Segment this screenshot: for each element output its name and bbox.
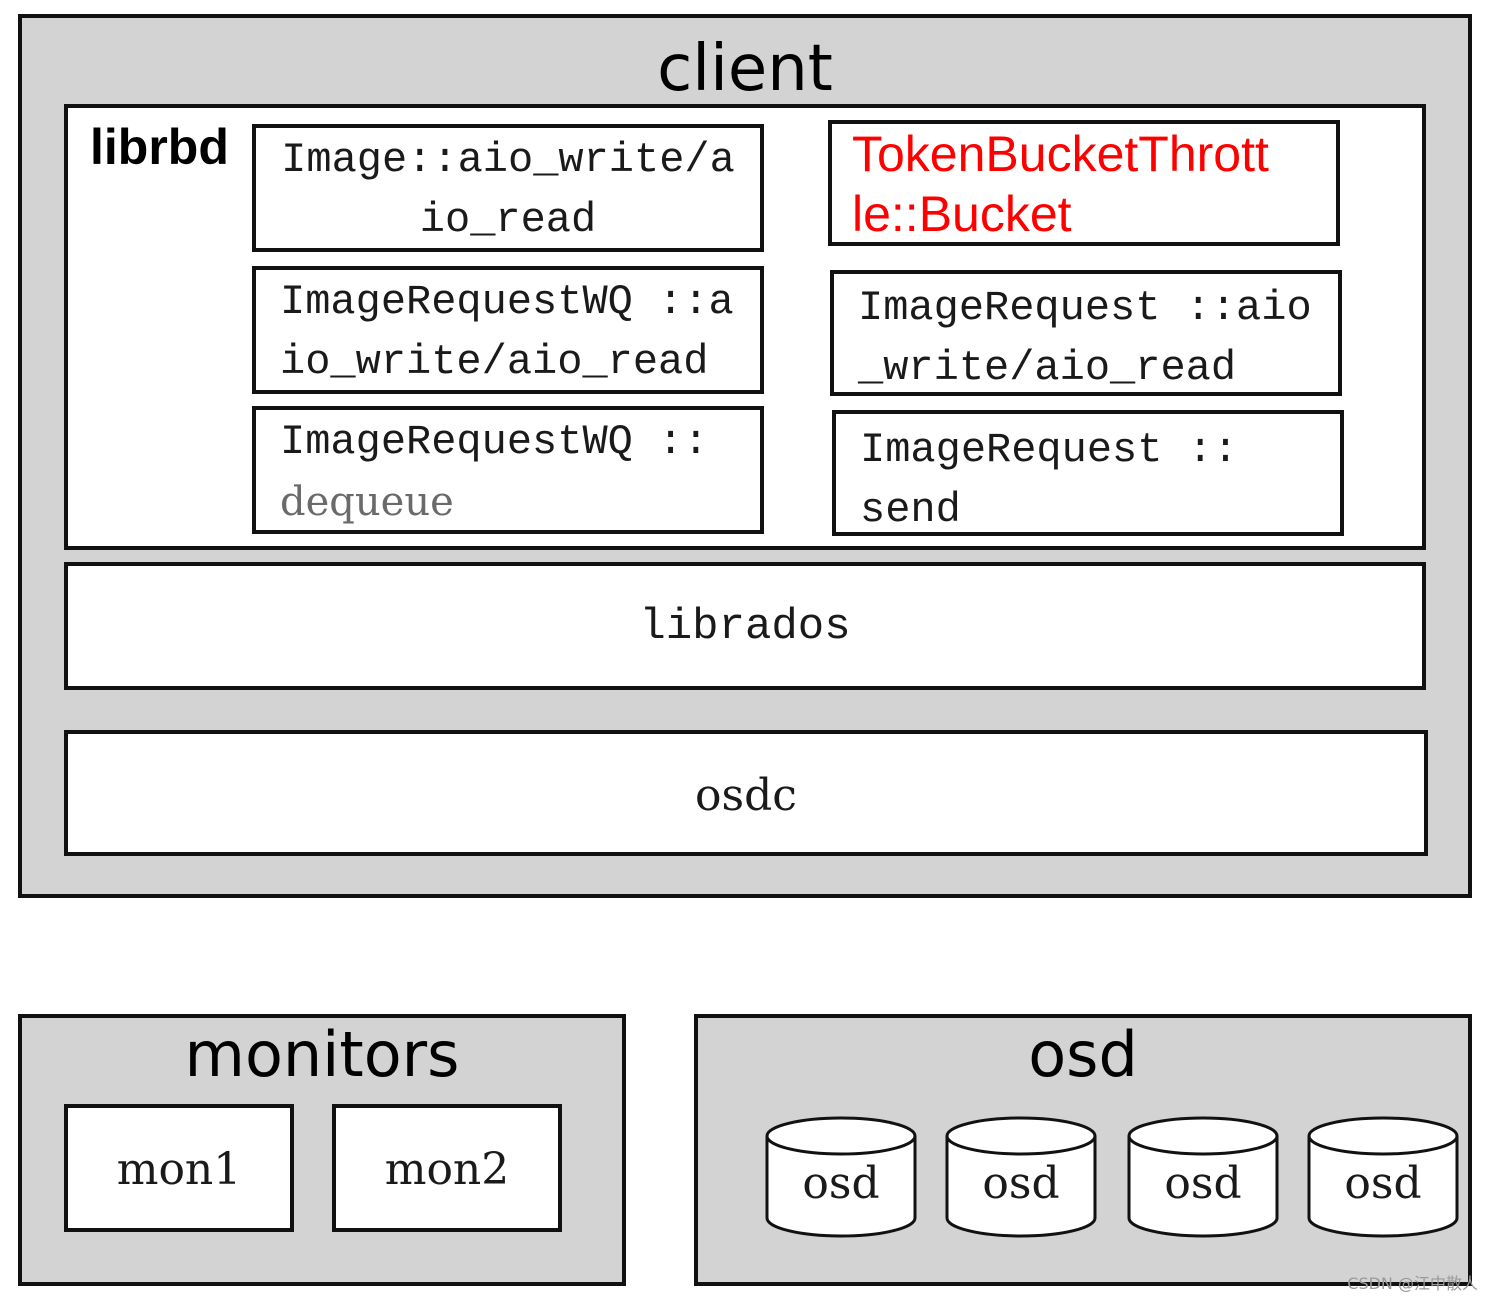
librbd-box: librbd Image::aio_write/a io_read ImageR… <box>64 104 1426 550</box>
imagerequest-aio-write-read-box: ImageRequest ::aio _write/aio_read <box>830 270 1342 396</box>
osdc-box: osdc <box>64 730 1428 856</box>
image-aio-write-read-text: Image::aio_write/a io_read <box>281 136 735 244</box>
imagerequestwq-aio-write-read-text: ImageRequestWQ ::a io_write/aio_read <box>280 278 734 386</box>
osd-container: osd osd osd osd osd <box>694 1014 1472 1286</box>
osd-disk-4-label: osd <box>1344 1158 1422 1209</box>
osd-disk-3: osd <box>1126 1114 1280 1240</box>
osd-title: osd <box>1028 1018 1138 1091</box>
mon1-box: mon1 <box>64 1104 294 1232</box>
tokenbucketthrottle-bucket-box: TokenBucketThrott le::Bucket <box>828 120 1340 246</box>
librados-box: librados <box>64 562 1426 690</box>
imagerequest-send-box: ImageRequest :: send <box>832 410 1344 536</box>
osd-disk-1: osd <box>764 1114 918 1240</box>
librbd-label: librbd <box>90 119 229 175</box>
watermark: CSDN @江中散人 <box>1347 1274 1478 1293</box>
imagerequestwq-aio-write-read-box: ImageRequestWQ ::a io_write/aio_read <box>252 266 764 394</box>
osd-disk-2: osd <box>944 1114 1098 1240</box>
mon2-label: mon2 <box>384 1144 510 1195</box>
client-container: client librbd Image::aio_write/a io_read… <box>18 14 1472 898</box>
client-title: client <box>657 32 833 106</box>
monitors-title: monitors <box>184 1018 460 1091</box>
image-aio-write-read-box: Image::aio_write/a io_read <box>252 124 764 252</box>
osd-disk-1-label: osd <box>802 1158 880 1209</box>
osd-disk-4: osd <box>1306 1114 1460 1240</box>
imagerequest-send-text: ImageRequest :: send <box>860 426 1239 534</box>
osd-disk-2-label: osd <box>982 1158 1060 1209</box>
tokenbucketthrottle-bucket-text: TokenBucketThrott le::Bucket <box>852 126 1269 242</box>
mon2-box: mon2 <box>332 1104 562 1232</box>
librados-label: librados <box>639 602 851 652</box>
imagerequest-aio-write-read-text: ImageRequest ::aio _write/aio_read <box>858 284 1312 392</box>
osd-disk-3-label: osd <box>1164 1158 1242 1209</box>
mon1-label: mon1 <box>116 1144 242 1195</box>
cylinder-icon <box>1127 1116 1279 1238</box>
osdc-label: osdc <box>695 770 797 821</box>
imagerequestwq-dequeue-sub: dequeue <box>280 479 454 525</box>
monitors-container: monitors mon1 mon2 <box>18 1014 626 1286</box>
imagerequestwq-dequeue-text: ImageRequestWQ :: <box>280 418 709 466</box>
imagerequestwq-dequeue-box: ImageRequestWQ :: dequeue <box>252 406 764 534</box>
cylinder-icon <box>945 1116 1097 1238</box>
cylinder-icon <box>1307 1116 1459 1238</box>
cylinder-icon <box>765 1116 917 1238</box>
